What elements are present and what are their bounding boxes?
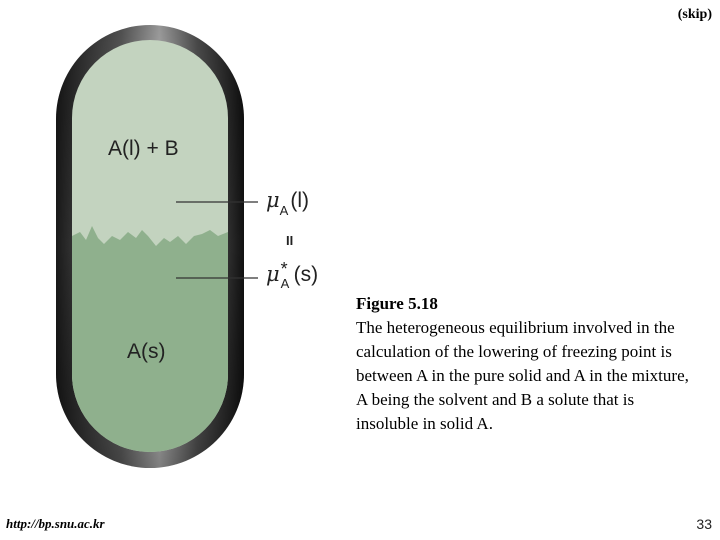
mu-liquid-subscript: A <box>279 203 289 218</box>
page-number: 33 <box>696 516 712 532</box>
solid-region <box>72 226 228 452</box>
mu-solid-subscript: A <box>280 276 290 291</box>
liquid-phase-label: A(l) + B <box>108 137 179 160</box>
mu-liquid-phase: (l) <box>290 189 309 212</box>
mu-liquid-label: μA(l) <box>266 188 309 218</box>
solid-phase-label: A(s) <box>127 340 166 363</box>
mu-solid-superscript: * <box>280 259 288 279</box>
mu-solid-symbol: μ <box>266 262 280 286</box>
equality-sign: II <box>286 233 294 248</box>
figure-caption: Figure 5.18 The heterogeneous equilibriu… <box>356 292 696 436</box>
skip-link[interactable]: (skip) <box>677 7 712 22</box>
caption-title: Figure 5.18 <box>356 294 438 313</box>
footer-url[interactable]: http://bp.snu.ac.kr <box>6 516 105 531</box>
mu-liquid-symbol: μ <box>266 188 280 212</box>
caption-body: The heterogeneous equilibrium involved i… <box>356 318 689 433</box>
mu-solid-phase: (s) <box>293 263 319 286</box>
mu-solid-label: μ * A (s) <box>266 259 319 296</box>
